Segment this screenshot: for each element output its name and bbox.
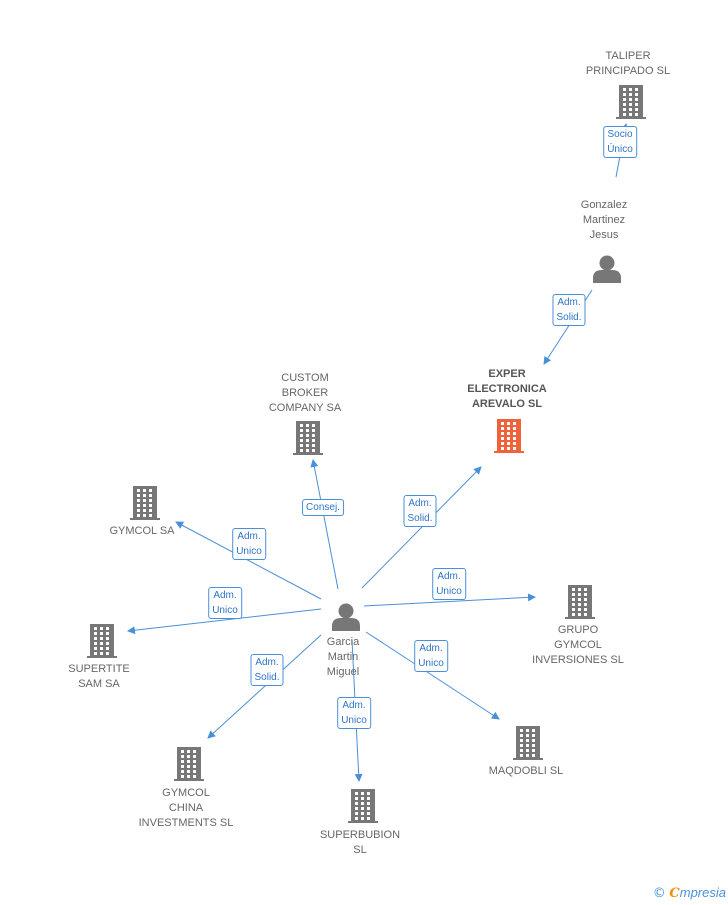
edge-garcia-custom bbox=[310, 459, 339, 590]
building-icon-taliper bbox=[616, 85, 646, 119]
building-icon-maqdobli bbox=[513, 726, 543, 760]
node-label-taliper[interactable]: TALIPER PRINCIPADO SL bbox=[585, 50, 671, 77]
building-icon-exper bbox=[494, 419, 524, 453]
edge-label-gonzalez-taliper: Socio Único bbox=[603, 126, 637, 158]
edge-label-garcia-gymcol: Adm. Unico bbox=[232, 528, 266, 560]
building-icon-grupo bbox=[565, 585, 595, 619]
node-label-maqdobli[interactable]: MAQDOBLI SL bbox=[488, 765, 564, 777]
edge-label-garcia-superbubion: Adm. Unico bbox=[337, 697, 371, 729]
node-label-exper[interactable]: EXPER ELECTRONICA AREVALO SL bbox=[467, 368, 547, 410]
edge-label-garcia-exper: Adm. Solid. bbox=[403, 495, 437, 527]
edge-label-garcia-grupo: Adm. Unico bbox=[432, 568, 466, 600]
node-label-gymcol_china[interactable]: GYMCOL CHINA INVESTMENTS SL bbox=[138, 787, 234, 829]
building-icon-gymcol bbox=[130, 486, 160, 520]
edge-label-garcia-supertite: Adm. Unico bbox=[208, 587, 242, 619]
brand-footer: © Cmpresia bbox=[653, 884, 726, 903]
edge-garcia-exper bbox=[361, 466, 482, 589]
building-icon-superbubion bbox=[348, 789, 378, 823]
edge-label-gonzalez-exper: Adm. Solid. bbox=[552, 294, 586, 326]
edge-label-garcia-maqdobli: Adm. Unico bbox=[414, 640, 448, 672]
edge-garcia-maqdobli bbox=[365, 631, 500, 720]
node-label-supertite[interactable]: SUPERTITE SAM SA bbox=[68, 663, 130, 690]
node-label-superbubion[interactable]: SUPERBUBION SL bbox=[319, 829, 401, 856]
edge-label-garcia-custom: Consej. bbox=[302, 498, 344, 516]
edge-garcia-grupo bbox=[363, 593, 536, 607]
edge-garcia-gymcol_china bbox=[207, 634, 322, 739]
brand-logo-text: mpresia bbox=[679, 885, 726, 900]
person-icon-garcia bbox=[332, 603, 360, 631]
building-icon-custom bbox=[293, 421, 323, 455]
edge-garcia-supertite bbox=[127, 608, 322, 635]
node-label-garcia[interactable]: Garcia Martin Miguel bbox=[326, 636, 360, 678]
edge-label-garcia-gymcol_china: Adm. Solid. bbox=[250, 654, 284, 686]
edge-garcia-gymcol bbox=[175, 521, 322, 600]
node-label-custom[interactable]: CUSTOM BROKER COMPANY SA bbox=[268, 372, 342, 414]
node-label-gonzalez[interactable]: Gonzalez Martinez Jesus bbox=[580, 199, 628, 241]
person-icon-gonzalez bbox=[593, 255, 621, 283]
copyright-icon: © bbox=[652, 886, 666, 901]
brand-logo-letter: C bbox=[669, 886, 680, 901]
node-label-gymcol[interactable]: GYMCOL SA bbox=[109, 525, 175, 537]
building-icon-supertite bbox=[87, 624, 117, 658]
node-label-grupo[interactable]: GRUPO GYMCOL INVERSIONES SL bbox=[532, 624, 624, 666]
building-icon-gymcol_china bbox=[174, 747, 204, 781]
